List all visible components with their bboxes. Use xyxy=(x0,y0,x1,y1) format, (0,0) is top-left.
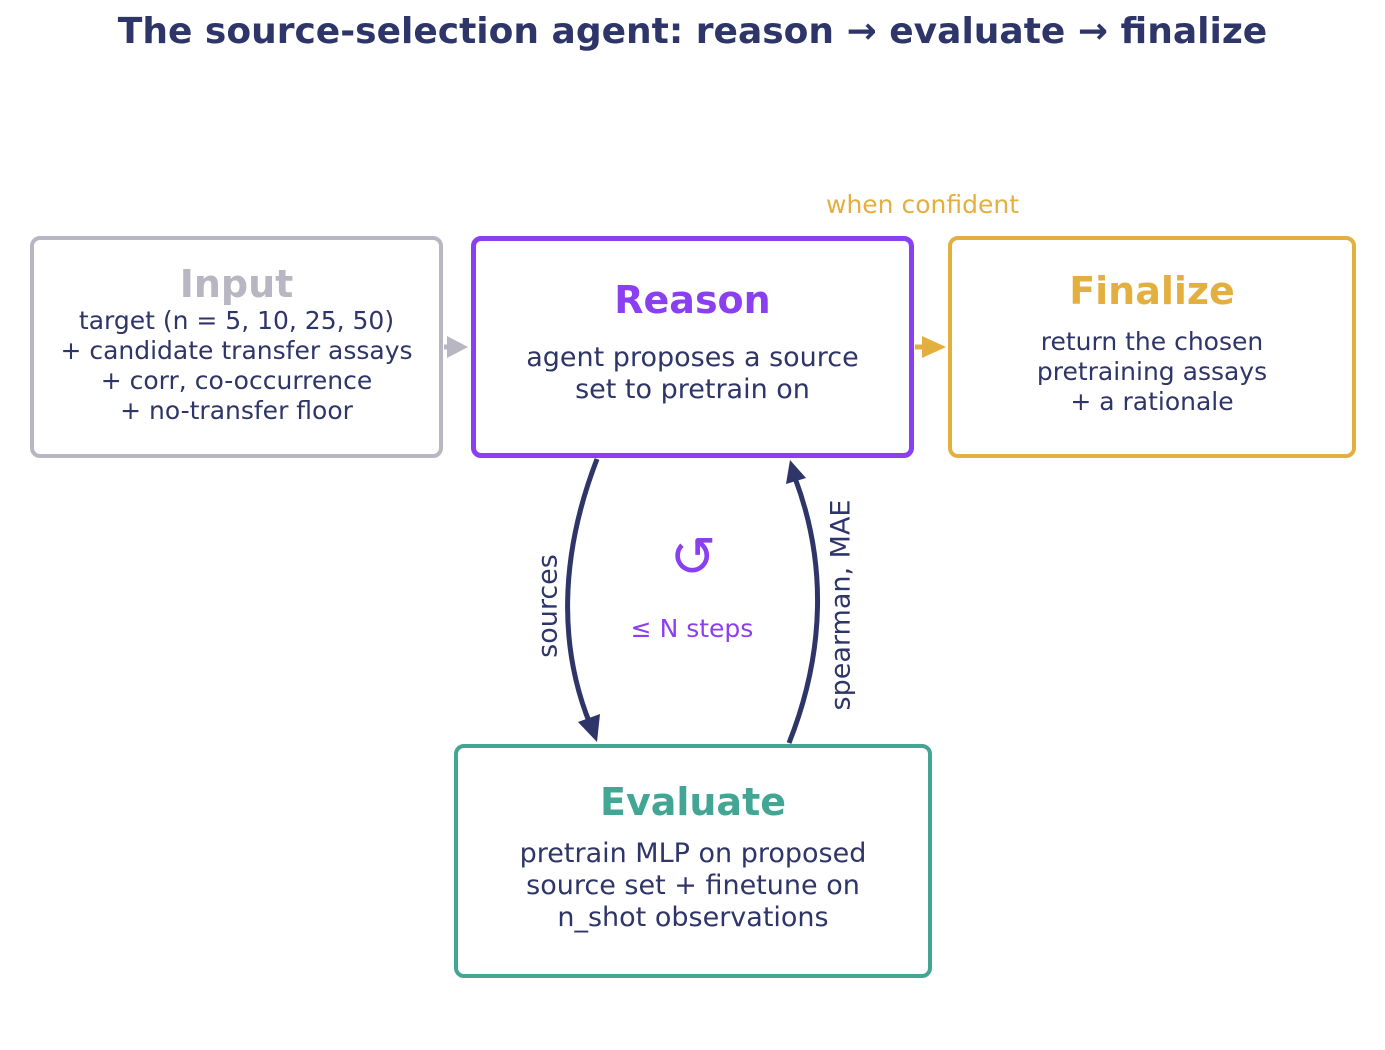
finalize-condition-label: when confident xyxy=(826,190,1019,219)
diagram-title: The source-selection agent: reason → eva… xyxy=(117,11,1268,52)
reason-description: agent proposes a source set to pretrain … xyxy=(526,342,859,406)
finalize-title: Finalize xyxy=(1069,269,1235,313)
input-line: + corr, co-occurrence xyxy=(100,366,373,395)
reason-title: Reason xyxy=(614,278,771,322)
arrow-input-to-reason xyxy=(444,336,468,358)
arrow-reason-to-finalize xyxy=(915,336,946,358)
arrow-evaluate-to-reason xyxy=(786,460,821,744)
input-line: + no-transfer floor xyxy=(120,396,353,425)
evaluate-line: source set + finetune on xyxy=(526,870,860,901)
sources-edge-label: sources xyxy=(532,554,564,658)
evaluate-title: Evaluate xyxy=(599,780,787,824)
finalize-description: return the chosen pretraining assays + a… xyxy=(1037,327,1267,417)
input-line: + candidate transfer assays xyxy=(60,336,413,365)
finalize-line: + a rationale xyxy=(1070,387,1234,416)
input-line: target (n = 5, 10, 25, 50) xyxy=(78,306,395,335)
input-title: Input xyxy=(179,262,294,306)
reason-node: Reason agent proposes a source set to pr… xyxy=(471,236,914,458)
evaluate-node: Evaluate pretrain MLP on proposed source… xyxy=(454,744,932,978)
reason-line: set to pretrain on xyxy=(575,374,810,405)
finalize-line: return the chosen xyxy=(1040,327,1264,356)
loop-icon: ↺ xyxy=(669,525,717,590)
max-steps-label: ≤ N steps xyxy=(630,614,754,643)
input-node: Input target (n = 5, 10, 25, 50) + candi… xyxy=(30,236,443,458)
evaluate-line: pretrain MLP on proposed xyxy=(519,838,867,869)
evaluate-line: n_shot observations xyxy=(557,902,829,933)
evaluate-description: pretrain MLP on proposed source set + fi… xyxy=(520,838,867,934)
input-description: target (n = 5, 10, 25, 50) + candidate t… xyxy=(60,306,412,426)
finalize-node: Finalize return the chosen pretraining a… xyxy=(948,236,1356,458)
reason-line: agent proposes a source xyxy=(526,342,859,373)
finalize-line: pretraining assays xyxy=(1036,357,1268,386)
metrics-edge-label: spearman, MAE xyxy=(825,499,857,711)
arrow-reason-to-evaluate xyxy=(565,458,600,742)
